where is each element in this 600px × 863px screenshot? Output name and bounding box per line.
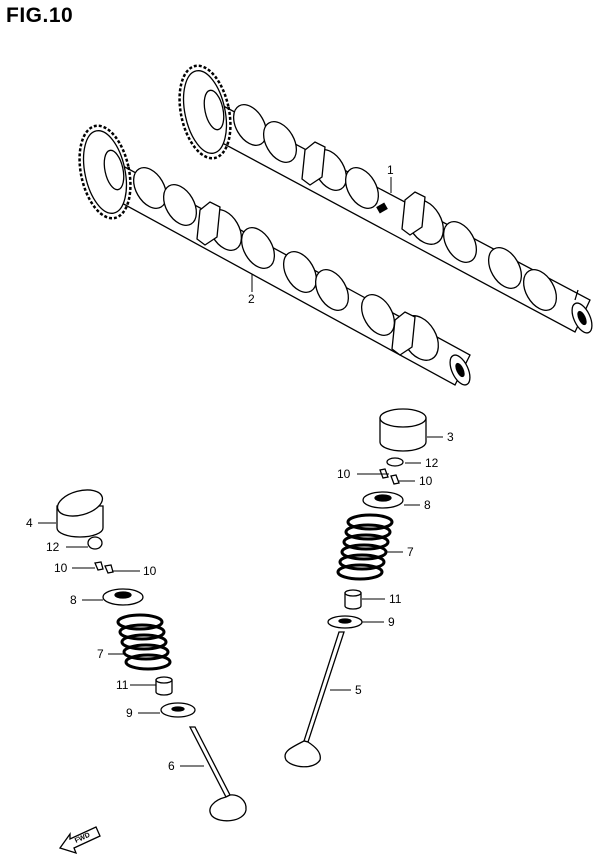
fwd-arrow: FWD bbox=[58, 826, 101, 855]
part-number: 1 bbox=[387, 163, 394, 177]
part-number: 7 bbox=[407, 545, 414, 559]
part-number: 12 bbox=[425, 456, 439, 470]
part-number: 6 bbox=[168, 759, 175, 773]
part-numbers: 1 2 3 12 10 10 8 7 11 9 5 4 12 10 10 8 7… bbox=[26, 163, 454, 773]
part-number: 10 bbox=[54, 561, 68, 575]
part-number: 8 bbox=[424, 498, 431, 512]
part-number: 3 bbox=[447, 430, 454, 444]
part-number: 9 bbox=[388, 615, 395, 629]
part-number: 2 bbox=[248, 292, 255, 306]
part-number: 4 bbox=[26, 516, 33, 530]
part-number: 5 bbox=[355, 683, 362, 697]
part-number: 8 bbox=[70, 593, 77, 607]
figure-title: FIG.10 bbox=[6, 4, 74, 27]
part-number: 10 bbox=[337, 467, 351, 481]
part-number: 9 bbox=[126, 706, 133, 720]
camshaft-1 bbox=[178, 64, 593, 334]
camshaft-2 bbox=[78, 124, 471, 386]
part-number: 11 bbox=[389, 592, 402, 606]
part-number: 10 bbox=[143, 564, 157, 578]
part-number: 11 bbox=[116, 678, 129, 692]
valve-assembly-left bbox=[56, 489, 247, 822]
part-number: 7 bbox=[97, 647, 104, 661]
valve-assembly-right bbox=[284, 408, 427, 768]
leader-lines bbox=[38, 177, 443, 767]
part-number: 12 bbox=[46, 540, 60, 554]
part-number: 10 bbox=[419, 474, 433, 488]
